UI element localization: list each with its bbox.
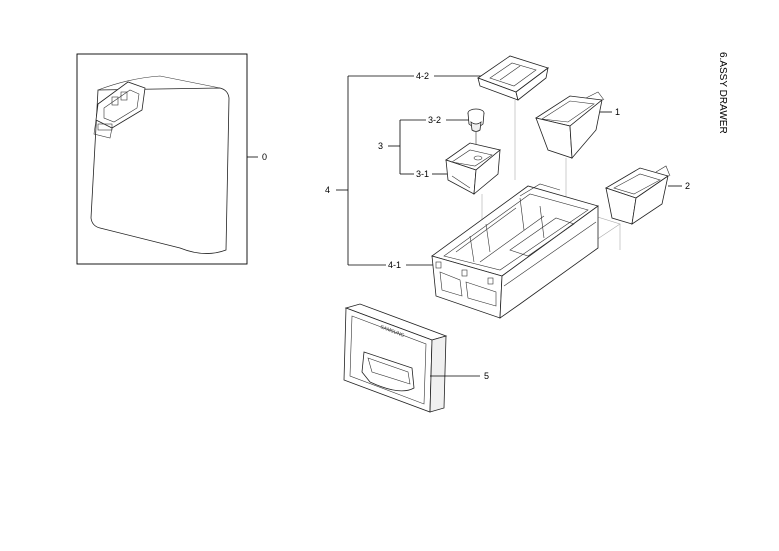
part-4-2-tray-cover xyxy=(477,55,549,180)
part-5-front-panel: SAMSUNG xyxy=(343,303,480,413)
callout-2: 2 xyxy=(685,181,690,191)
part-0-frame xyxy=(76,53,248,265)
part-0-assembly-view xyxy=(76,53,258,265)
part-1-detergent-cup xyxy=(534,91,612,200)
callout-4: 4 xyxy=(325,185,330,195)
callout-3-bracket xyxy=(388,119,472,175)
part-3-1-softener-cup xyxy=(445,142,501,232)
part-4-1-drawer-body xyxy=(431,183,621,319)
callout-4-1: 4-1 xyxy=(388,260,401,270)
callout-1: 1 xyxy=(615,107,620,117)
callout-3-1: 3-1 xyxy=(416,169,429,179)
callout-3-2: 3-2 xyxy=(428,115,441,125)
part-3-2-cap xyxy=(467,108,485,150)
part-2-prewash-cup xyxy=(605,165,682,250)
diagram-title: 6.ASSY DRAWER xyxy=(717,52,728,134)
callout-3: 3 xyxy=(378,141,383,151)
callout-4-2: 4-2 xyxy=(416,71,429,81)
callout-0: 0 xyxy=(262,152,267,162)
callout-5: 5 xyxy=(484,371,489,381)
